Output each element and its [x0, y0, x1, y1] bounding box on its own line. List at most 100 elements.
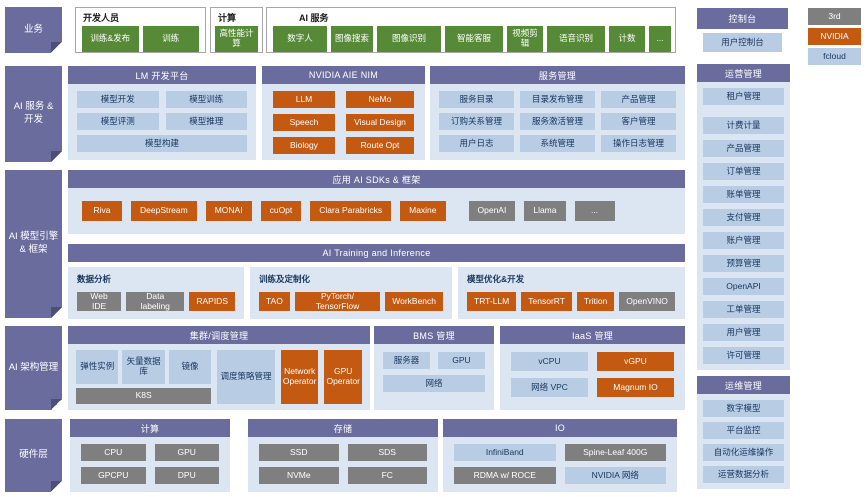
- hw-storage-item: FC: [347, 467, 427, 484]
- ai-service-chip: 图像识别: [377, 26, 441, 52]
- compute-group: 计算 高性能计算: [210, 7, 263, 53]
- legend-item: 3rd: [808, 8, 861, 25]
- ops-item: 工单管理: [703, 301, 784, 318]
- service-mgmt-panel: 服务管理 服务目录目录发布管理产品管理订购关系管理服务激活管理客户管理用户日志系…: [430, 66, 685, 160]
- ops-item: 账户管理: [703, 232, 784, 249]
- nim-item: NeMo: [346, 91, 414, 108]
- service-mgmt-item: 服务激活管理: [520, 113, 595, 130]
- iaas-item: vCPU: [511, 352, 588, 371]
- operator-chip: Network Operator: [280, 350, 319, 404]
- nim-item: Speech: [273, 114, 335, 131]
- ops-item: 租户管理: [703, 88, 784, 105]
- sdk-chip: DeepStream: [131, 201, 197, 221]
- side-label-ai-model-engine: AI 模型引擎 & 框架: [5, 170, 62, 318]
- training-chip: TRT-LLM: [467, 292, 517, 311]
- sdk-chip: Clara Parabricks: [310, 201, 392, 221]
- user-console-item: 用户控制台: [703, 33, 782, 52]
- training-chip: Web IDE: [77, 291, 122, 311]
- lm-item: 模型训练: [165, 91, 247, 108]
- service-mgmt-item: 目录发布管理: [520, 91, 595, 108]
- nim-item: Visual Design: [346, 114, 414, 131]
- cluster-item: 矢量数据库: [122, 350, 165, 384]
- hw-io-item: RDMA w/ ROCE: [454, 467, 556, 484]
- operator-chip: GPU Operator: [324, 350, 362, 404]
- hw-storage-panel: 存储 SSD SDS NVMe FC: [248, 419, 438, 492]
- panel-title: 集群/调度管理: [68, 326, 370, 344]
- hw-storage-item: SDS: [347, 444, 427, 461]
- hpc-chip: 高性能计算: [215, 26, 258, 52]
- ops-item: OpenAPI: [703, 278, 784, 295]
- training-chip: TAO: [259, 292, 290, 311]
- hw-storage-item: NVMe: [259, 467, 339, 484]
- hw-io-item: NVIDIA 网络: [564, 467, 666, 484]
- service-mgmt-item: 操作日志管理: [601, 135, 676, 152]
- sdk-chip: ...: [574, 201, 615, 221]
- ai-services-group-items: 数字人图像搜索图像识别智能客服视频剪辑语音识别计数...: [267, 26, 675, 52]
- hw-compute-item: CPU: [81, 444, 146, 461]
- panel-title: 存储: [248, 419, 438, 437]
- maint-item: 平台监控: [703, 422, 784, 439]
- ops-item: 订单管理: [703, 163, 784, 180]
- training-chip: TensorRT: [521, 292, 572, 311]
- ai-services-group-title: AI 服务: [299, 13, 329, 23]
- console-items: 用户控制台: [697, 29, 788, 52]
- group-label: 数据分析: [77, 274, 112, 284]
- panel-title: AI Training and Inference: [68, 244, 685, 262]
- ai-service-chip: ...: [649, 26, 671, 52]
- ai-service-chip: 语音识别: [547, 26, 605, 52]
- scheduling-policy-cell: 调度策略管理: [217, 350, 275, 404]
- bms-item: GPU: [438, 352, 485, 369]
- lm-item: 模型推理: [165, 113, 247, 130]
- panel-title: 计算: [70, 419, 230, 437]
- sdk-chip: MONAI: [205, 201, 252, 221]
- hw-compute-item: GPU: [154, 444, 219, 461]
- hw-io-item: Spine-Leaf 400G: [564, 444, 666, 461]
- maintenance-mgmt-items: 数字模型平台监控自动化运维操作运营数据分析: [697, 394, 790, 489]
- developer-group: 开发人员 训练&发布训练: [75, 7, 206, 53]
- training-chip: OpenVINO: [619, 292, 675, 311]
- ai-services-group: AI 服务 数字人图像搜索图像识别智能客服视频剪辑语音识别计数...: [266, 7, 676, 53]
- ops-item: 预算管理: [703, 255, 784, 272]
- maintenance-mgmt-column: 运维管理 数字模型平台监控自动化运维操作运营数据分析: [697, 376, 790, 489]
- panel-title: 运营管理: [697, 64, 790, 82]
- maint-item: 自动化运维操作: [703, 444, 784, 461]
- legend-item: NVIDIA: [808, 28, 861, 45]
- ai-service-chip: 数字人: [273, 26, 327, 52]
- hw-storage-item: SSD: [259, 444, 339, 461]
- nim-item: Route Opt: [346, 137, 414, 154]
- developer-group-items: 训练&发布训练: [76, 26, 205, 52]
- maint-item: 数字模型: [703, 400, 784, 417]
- lm-item: 模型构建: [77, 135, 247, 152]
- lm-item: 模型评测: [77, 113, 159, 130]
- ops-item: 账单管理: [703, 186, 784, 203]
- cluster-scheduling-panel: 集群/调度管理 弹性实例矢量数据库镜像 K8S 调度策略管理 Network O…: [68, 326, 370, 410]
- iaas-item: 网络 VPC: [511, 378, 588, 397]
- sdk-chip: OpenAI: [468, 201, 516, 221]
- side-label-business: 业务: [5, 7, 62, 53]
- ai-service-chip: 图像搜索: [331, 26, 373, 52]
- nim-item: LLM: [273, 91, 335, 108]
- dev-chip: 训练: [142, 26, 199, 52]
- bms-item: 服务器: [383, 352, 430, 369]
- sdk-chip: Llama: [524, 201, 566, 221]
- iaas-item: Magnum IO: [597, 378, 674, 397]
- ops-item: 计费计量: [703, 117, 784, 134]
- developer-group-title: 开发人员: [83, 13, 120, 23]
- service-mgmt-item: 订购关系管理: [439, 113, 514, 130]
